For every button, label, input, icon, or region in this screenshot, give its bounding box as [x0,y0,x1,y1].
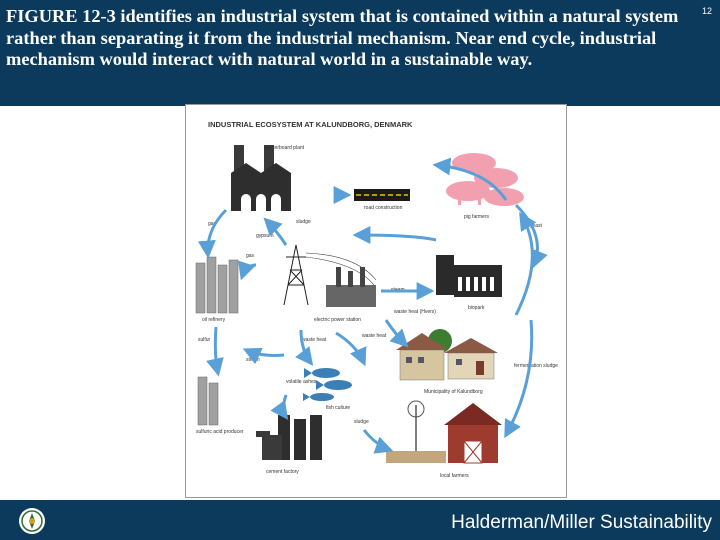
label-cement: cement factory [266,469,299,475]
slide-header: FIGURE 12-3 identifies an industrial sys… [0,0,720,106]
slide-number: 12 [702,6,712,16]
label-farmers: local farmers [440,473,469,479]
biopark-icon [436,255,502,297]
ecosystem-diagram: INDUSTRIAL ECOSYSTEM AT KALUNDBORG, DENM… [186,105,566,497]
label-waste-heat-2: waste heat [302,337,327,343]
label-gypsum: gypsum [256,233,274,239]
road-icon [354,189,410,201]
label-volatile: volatile ashes [286,379,317,385]
label-fermentation: fermentation sludge [514,363,558,369]
municipality-icon [396,329,498,380]
farm-icon [386,401,502,463]
label-sulfur: sulfur [198,337,211,343]
label-power: electric power station [314,317,361,323]
plasterboard-plant-icon [231,145,291,211]
label-waste-heat-3: waste heat [362,333,387,339]
label-sulfuric: sulfuric acid producer [196,429,244,435]
label-fish: fish culture [326,405,350,411]
label-municipality: Municipality of Kalundborg [424,389,483,395]
label-road: road construction [364,205,403,211]
oil-refinery-icon [196,257,238,313]
label-oil: oil refinery [202,317,226,323]
slide-footer: Halderman/Miller Sustainability [0,500,720,540]
label-pig: pig farmers [464,214,490,220]
label-plasterboard: plasterboard plant [264,145,305,151]
footer-title: Halderman/Miller Sustainability [451,512,712,534]
slide-caption: FIGURE 12-3 identifies an industrial sys… [6,6,686,71]
label-biopark: biopark [468,305,485,311]
sulfuric-acid-icon [198,377,218,425]
cement-factory-icon [256,415,322,460]
label-gas-2: gas [246,253,255,259]
figure-title: INDUSTRIAL ECOSYSTEM AT KALUNDBORG, DENM… [208,120,413,129]
ecosystem-figure: INDUSTRIAL ECOSYSTEM AT KALUNDBORG, DENM… [185,104,567,498]
power-station-icon [284,245,376,307]
label-steam-2: steam [246,357,260,363]
seal-icon [18,507,46,535]
label-waste-heat-1: waste heat (Hvers) [394,309,436,315]
label-sludge-1: sludge [296,219,311,225]
label-sludge-2: sludge [354,419,369,425]
